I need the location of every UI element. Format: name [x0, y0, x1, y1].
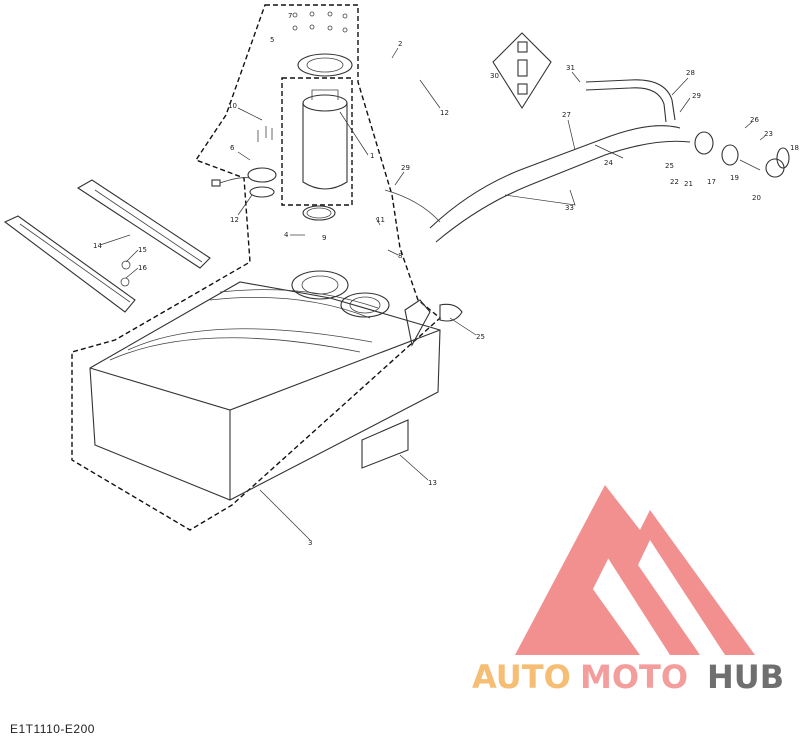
- watermark-hub: HUB: [707, 658, 784, 696]
- watermark-auto: AUTO: [472, 658, 571, 696]
- callout-25-b: 25: [476, 333, 485, 341]
- callout-4: 4: [284, 231, 289, 239]
- callout-labels: 1 2 3 4 5 6 7 8 9 10 11 12 12 13 14 15 1…: [93, 12, 799, 547]
- detail-inset: [492, 32, 552, 110]
- callout-29-b: 29: [401, 164, 410, 172]
- pump-outline: [281, 77, 353, 206]
- filler-hose: [384, 79, 691, 322]
- callout-9: 9: [322, 234, 326, 242]
- callout-22: 22: [670, 178, 679, 186]
- bolts: [292, 11, 348, 33]
- callout-20: 20: [752, 194, 761, 202]
- callout-24: 24: [604, 159, 613, 167]
- callout-1: 1: [370, 152, 374, 160]
- callout-28: 28: [686, 69, 695, 77]
- callout-33: 33: [565, 204, 574, 212]
- callout-10: 10: [228, 102, 237, 110]
- callout-26: 26: [750, 116, 759, 124]
- callout-11: 11: [376, 216, 385, 224]
- callout-5: 5: [270, 36, 274, 44]
- callout-27: 27: [562, 111, 571, 119]
- callout-29-a: 29: [692, 92, 701, 100]
- retainer-ring: [297, 53, 353, 77]
- leader-lines: [99, 47, 766, 541]
- fuel-tank: [89, 270, 441, 501]
- diagram-code: E1T1110-E200: [10, 722, 95, 736]
- sender-unit: [211, 126, 277, 198]
- callout-17: 17: [707, 178, 716, 186]
- callout-3: 3: [308, 539, 312, 547]
- automotohub-logo: AUTO MOTO HUB: [472, 485, 784, 696]
- callout-16: 16: [138, 264, 147, 272]
- logo-mark: [515, 485, 755, 655]
- callout-6: 6: [230, 144, 235, 152]
- label-plate: [361, 419, 409, 469]
- filler-cap-assembly: [694, 131, 790, 178]
- callout-23: 23: [764, 130, 773, 138]
- callout-2: 2: [398, 40, 402, 48]
- assembly-outline: [71, 4, 442, 531]
- callout-19: 19: [730, 174, 739, 182]
- callout-21: 21: [684, 180, 693, 188]
- callout-18: 18: [790, 144, 799, 152]
- callout-30: 30: [490, 72, 499, 80]
- tank-brackets: [3, 179, 211, 313]
- callout-8: 8: [398, 252, 402, 260]
- fuel-pump: [302, 89, 348, 221]
- callout-31: 31: [566, 64, 575, 72]
- callout-15: 15: [138, 246, 147, 254]
- callout-7: 7: [288, 12, 292, 20]
- callout-25-a: 25: [665, 162, 674, 170]
- callout-12-a: 12: [440, 109, 449, 117]
- callout-14: 14: [93, 242, 102, 250]
- callout-12-b: 12: [230, 216, 239, 224]
- watermark-moto: MOTO: [580, 658, 688, 696]
- callout-13: 13: [428, 479, 437, 487]
